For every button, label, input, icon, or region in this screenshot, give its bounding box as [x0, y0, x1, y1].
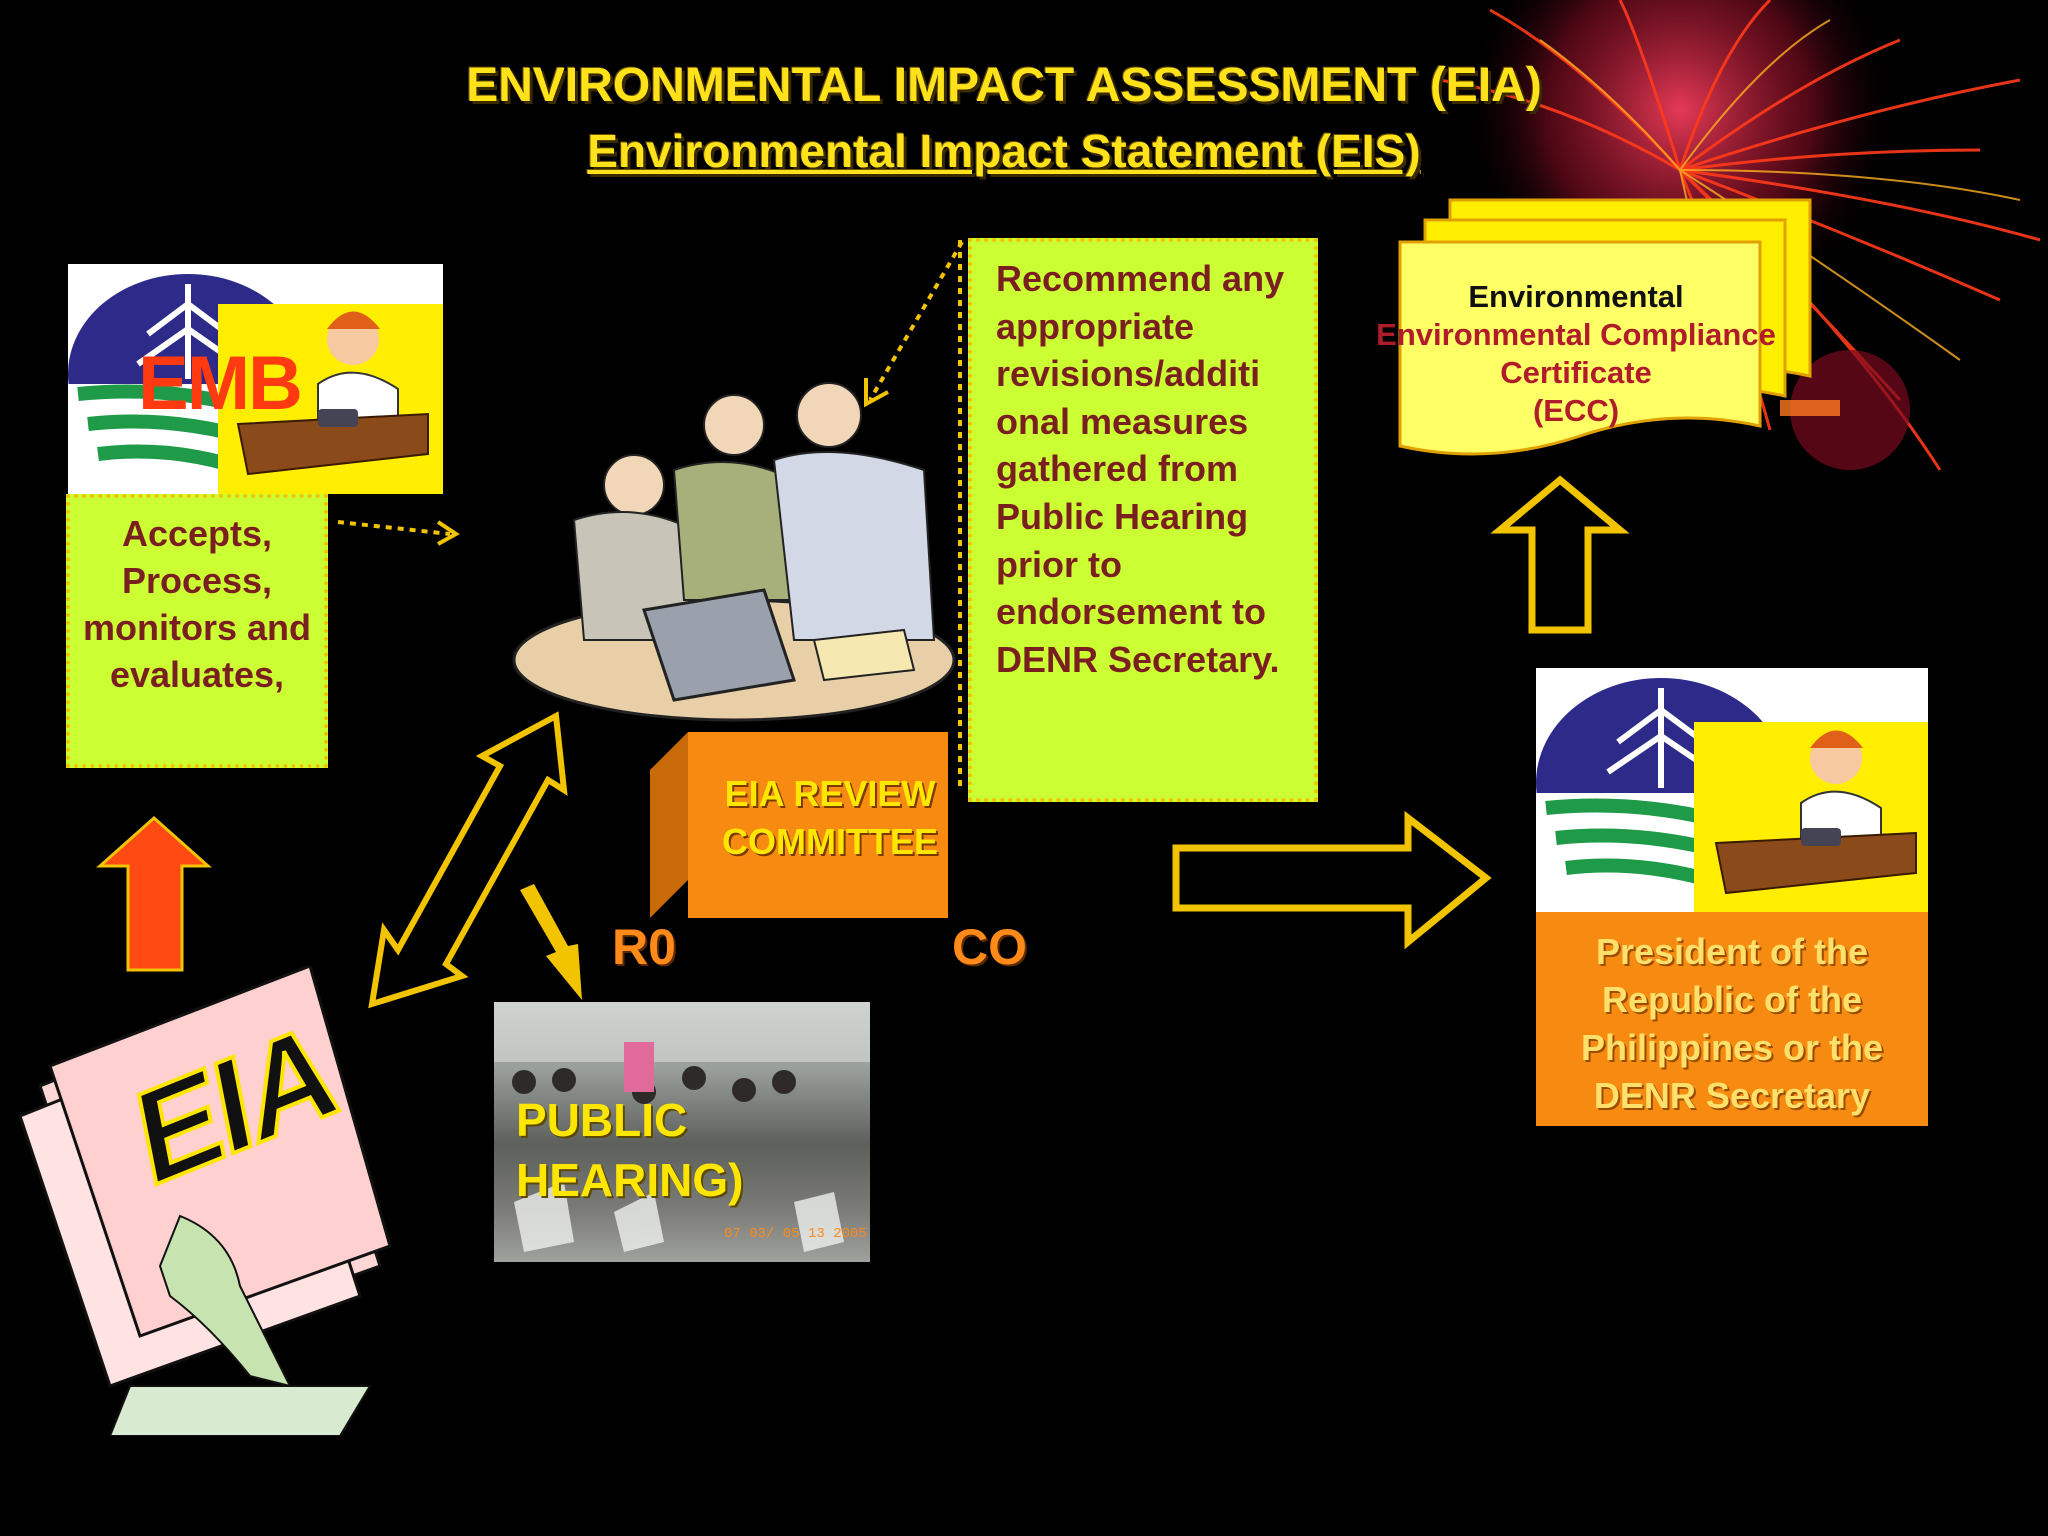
public-hearing-photo: [494, 1002, 870, 1262]
ecc-line3-text: Certificate: [1500, 355, 1652, 390]
up-arrow-icon: [1490, 475, 1630, 634]
ecc-line1: Environmental: [1468, 279, 1684, 314]
denr-logo-icon: [1536, 678, 1928, 912]
public-hearing-label: PUBLIC HEARING): [516, 1090, 743, 1210]
committee-label: EIA REVIEW COMMITTEE: [700, 770, 960, 866]
emb-description-box: Accepts, Process, monitors and evaluates…: [66, 494, 328, 768]
eia-folder-clipart-icon: [18, 966, 392, 1436]
president-logo-image: [1536, 668, 1928, 912]
right-arrow-icon: [1172, 810, 1492, 950]
emb-logo-image: [68, 264, 443, 494]
committee-label-line2: COMMITTEE: [722, 821, 938, 862]
slide-title: ENVIRONMENTAL IMPACT ASSESSMENT (EIA): [466, 59, 1542, 112]
orange-up-arrow-icon: [96, 815, 212, 972]
emb-dotted-connector: [337, 520, 451, 536]
double-arrow-icon: [368, 711, 568, 1009]
photo-date-stamp: 07 03/ 05 13 2005: [724, 1226, 867, 1242]
committee-box-icon: [650, 732, 948, 918]
ecc-line4-text: (ECC): [1532, 393, 1620, 428]
central-office-label: CO: [952, 919, 1027, 975]
meeting-clipart-icon: [512, 382, 956, 722]
public-hearing-photo-art: [494, 1002, 870, 1252]
down-arrow-icon: [520, 884, 582, 1000]
ecc-line2-text: Environmental Compliance: [1376, 317, 1776, 352]
regional-office-label: R0: [612, 919, 676, 975]
ecc-line2: Environmental Compliance Certificate (EC…: [1356, 316, 1796, 430]
ecc-label: Environmental Environmental Compliance C…: [1356, 278, 1796, 430]
ecc-certificate-icon: [1398, 198, 1812, 456]
recommendation-box: Recommend any appropriate revisions/addi…: [968, 238, 1318, 802]
slide-subtitle: Environmental Impact Statement (EIS): [587, 125, 1421, 177]
approver-box: President of the Republic of the Philipp…: [1536, 912, 1928, 1126]
denr-logo-icon: [68, 274, 443, 494]
public-hearing-line1: PUBLIC: [516, 1094, 688, 1146]
emb-label: EMB: [138, 341, 303, 426]
emb-dotted-arrowhead: [436, 520, 460, 546]
public-hearing-line2: HEARING): [516, 1154, 744, 1206]
committee-label-line1: EIA REVIEW: [724, 773, 936, 814]
